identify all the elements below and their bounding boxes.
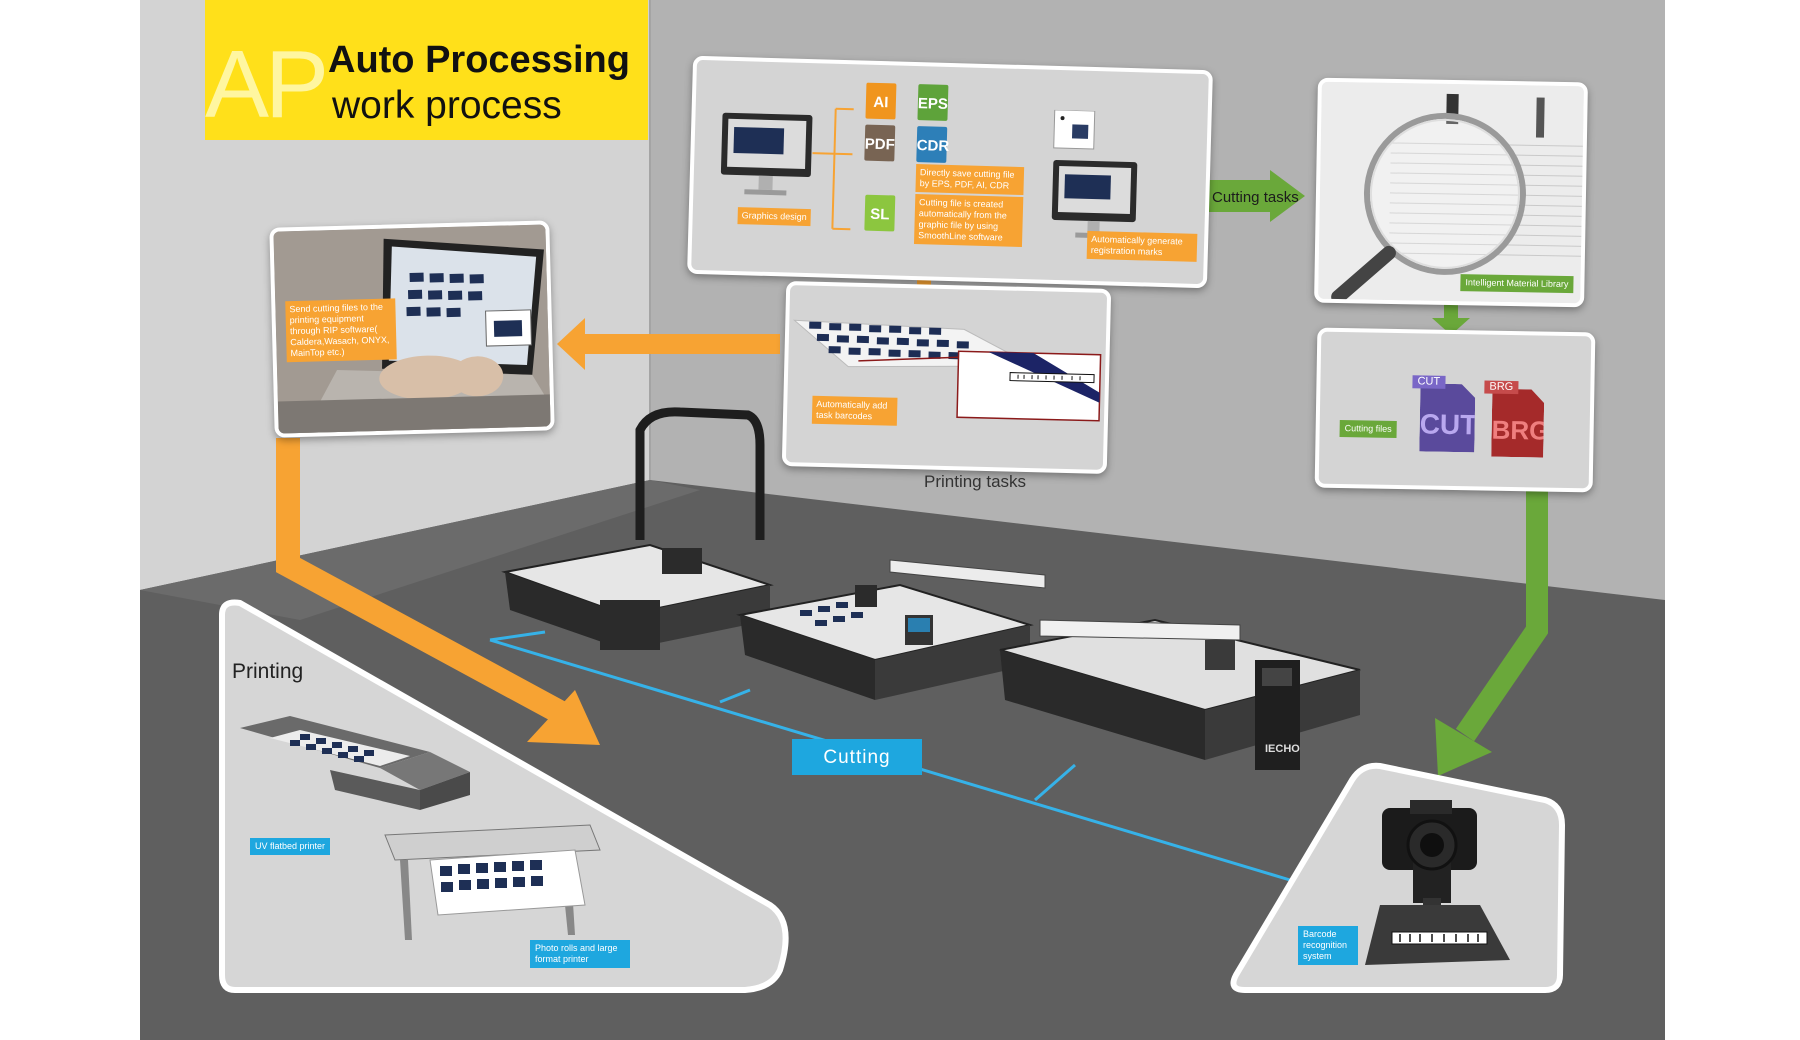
title-line2: work process: [332, 84, 562, 127]
uv-printer-tag: UV flatbed printer: [250, 838, 331, 855]
cutting-tasks-label: Cutting tasks: [1212, 189, 1299, 206]
cutting-label-box: Cutting: [792, 739, 922, 775]
machine-1: [501, 543, 774, 650]
barcode-sheet-image: [792, 319, 1102, 422]
uv-flatbed-printer-image: [240, 716, 470, 810]
ap-logo-letters: AP: [205, 31, 329, 138]
barcode-scanner-base: [1365, 905, 1510, 965]
printing-tasks-caption: Printing tasks: [924, 472, 1027, 491]
design-monitor-icon: [720, 112, 813, 196]
machine-2: [736, 559, 1046, 700]
cutting-label: Cutting: [823, 747, 891, 768]
camera-icon: [1382, 800, 1477, 908]
machine-brand-text: IECHO: [1265, 743, 1300, 755]
printing-title: Printing: [232, 660, 304, 683]
design-panel: Graphics design AI EPS PDF CDR SL Direct…: [687, 55, 1213, 289]
machine-3: IECHO: [999, 618, 1361, 770]
barcode-recognition-tag: Barcode recognition system: [1298, 926, 1358, 965]
laptop-panel: Send cutting files to the printing equip…: [269, 220, 555, 438]
branch-connector: [812, 107, 854, 231]
registration-monitor-icon: [1051, 109, 1138, 239]
material-library-panel: Intelligent Material Library: [1314, 77, 1588, 308]
title-block: AP Auto Processing work process: [205, 0, 648, 140]
barcode-panel: Automatically add task barcodes: [781, 281, 1112, 474]
roll-printer-image: [384, 824, 601, 940]
roll-printer-tag: Photo rolls and large format printer: [530, 940, 630, 968]
title-line1: Auto Processing: [328, 39, 630, 81]
gantry-frame: [635, 407, 765, 540]
material-library-screenshot: [1317, 81, 1588, 308]
